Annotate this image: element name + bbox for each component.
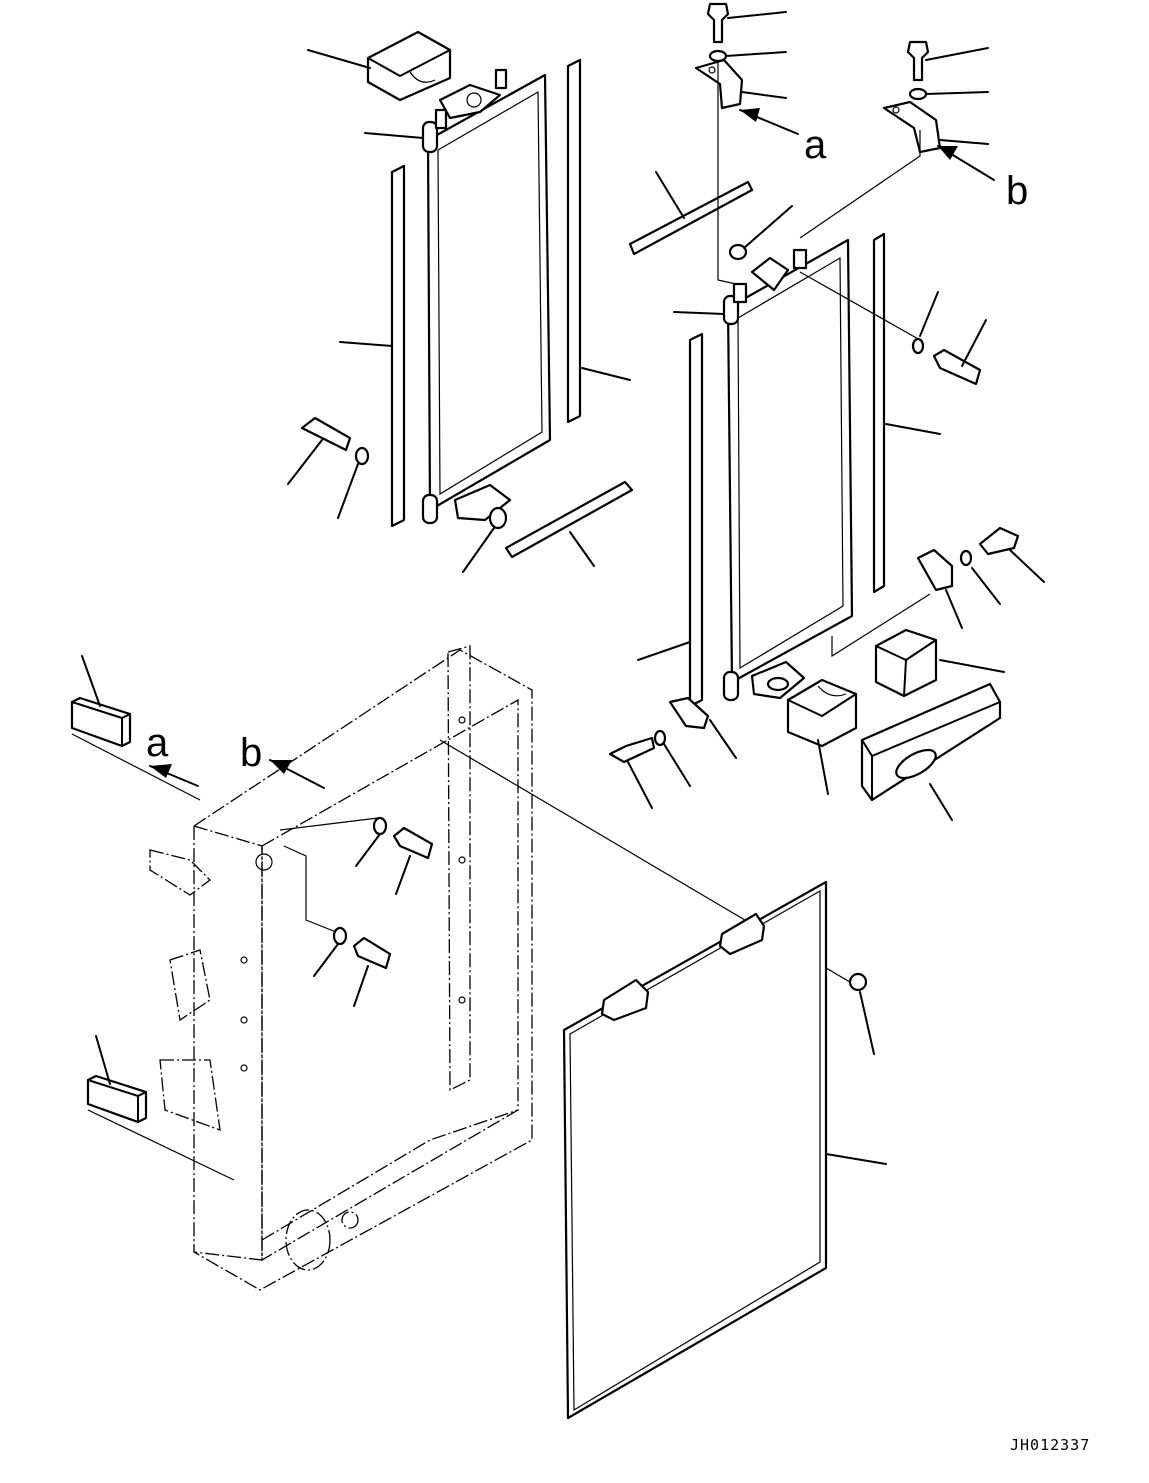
view-label-a-top: a: [804, 123, 827, 167]
left-radiator-core: [421, 68, 552, 530]
left-bolt-and-washer: [300, 416, 370, 466]
left-seal-strips: [390, 58, 634, 559]
right-top-bolts: [706, 2, 930, 101]
frame-bolts-and-washers: [332, 816, 434, 970]
right-lower-bracket: [916, 526, 1020, 592]
right-radiator-core: [722, 238, 854, 702]
view-label-b-top: b: [1006, 169, 1028, 213]
radiator-frame: [149, 645, 533, 1291]
left-top-cushion-block: [366, 30, 452, 102]
right-top-bracket-a: [694, 58, 744, 110]
screen-panel: [562, 880, 868, 1420]
view-arrows-top: [717, 62, 995, 658]
screen-leader-lines: [825, 991, 887, 1165]
right-top-bracket-b: [882, 100, 942, 154]
right-cushion-blocks: [786, 628, 1002, 802]
right-leader-lines: [627, 11, 1045, 821]
view-arrows-frame: [149, 759, 325, 789]
left-leader-lines: [287, 49, 631, 573]
right-seal-strips: [628, 180, 886, 708]
view-label-b-frame: b: [240, 731, 262, 775]
right-side-bolt-and-washer: [911, 337, 982, 386]
drawing-code: JH012337: [1010, 1436, 1090, 1454]
right-bottom-bracket-and-bolt: [608, 696, 710, 764]
frame-side-pads: [70, 696, 148, 1124]
view-label-a-frame: a: [146, 721, 169, 765]
